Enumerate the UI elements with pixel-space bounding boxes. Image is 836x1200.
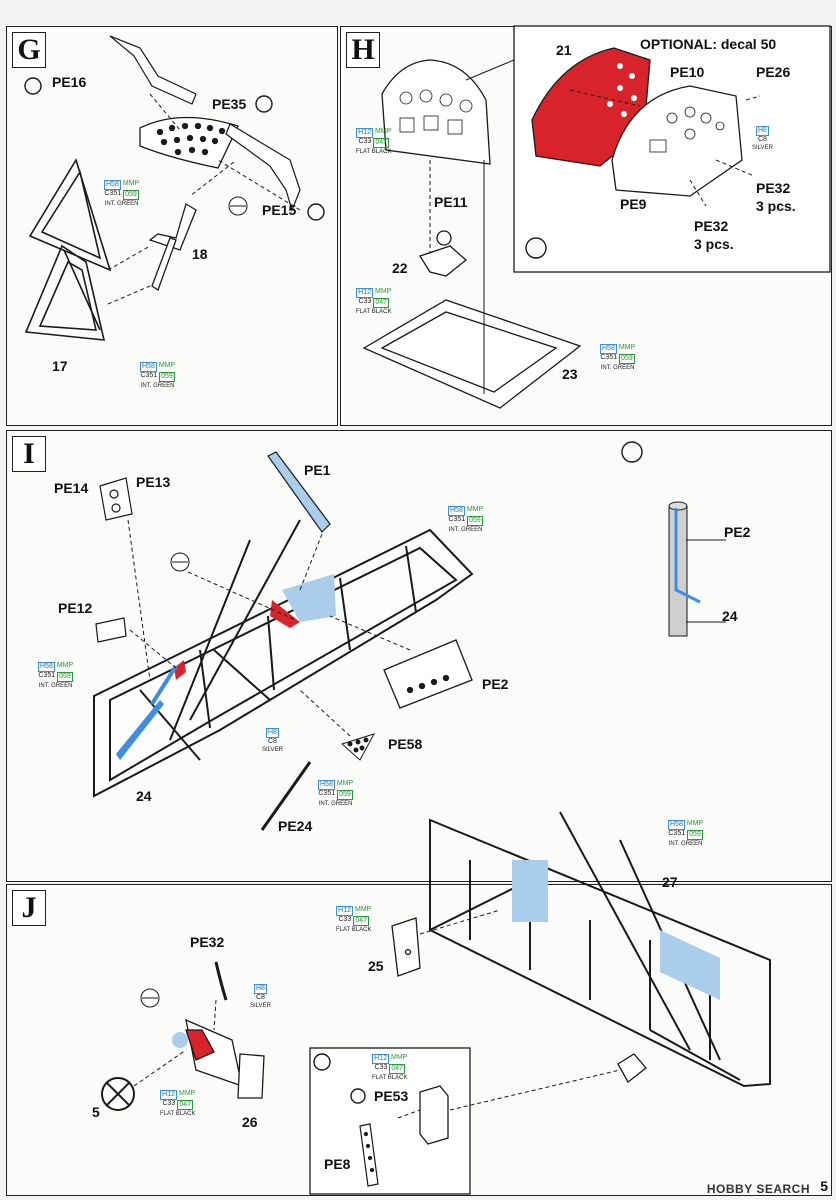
- pe2-panel: [383, 639, 473, 709]
- h-lines: [429, 59, 515, 394]
- part-22: [419, 230, 468, 277]
- label-24-detail: 24: [722, 608, 738, 624]
- pe2-detail: [668, 501, 726, 637]
- rotate-icons-g: [24, 77, 325, 221]
- label-pe32-b-qty: 3 pcs.: [694, 236, 734, 252]
- pe53-box: [419, 1085, 449, 1145]
- j-lens: [140, 988, 160, 1008]
- wheel-5: [101, 1077, 135, 1111]
- label-23: 23: [562, 366, 578, 382]
- rotate-icon-i: [621, 441, 643, 463]
- label-pe32-b: PE32: [694, 218, 729, 234]
- label-26: 26: [242, 1114, 258, 1130]
- pe12-plate: [95, 617, 127, 643]
- label-22: 22: [392, 260, 408, 276]
- i-lines: [127, 519, 411, 737]
- label-pe35: PE35: [212, 96, 247, 112]
- pe1-part: [267, 451, 331, 533]
- step-g-badge: G: [12, 32, 46, 68]
- label-pe11: PE11: [434, 194, 468, 210]
- label-pe2-detail: PE2: [724, 524, 751, 540]
- frame-24: [93, 519, 474, 798]
- label-pe2: PE2: [482, 676, 509, 692]
- step-j-badge: J: [12, 890, 46, 926]
- h-inset-lines: [569, 89, 761, 207]
- pe32-part: [214, 961, 228, 1001]
- panel-pe10: [611, 85, 743, 197]
- rotate-icon-h: [525, 237, 547, 259]
- label-18: 18: [192, 246, 208, 262]
- pe14-part: [99, 477, 133, 521]
- label-pe16: PE16: [52, 74, 87, 90]
- frame-27: [429, 811, 771, 1088]
- part-25: [391, 917, 421, 977]
- frame-17: [24, 158, 112, 341]
- label-pe9: PE9: [620, 196, 647, 212]
- label-21: 21: [556, 42, 572, 58]
- instrument-panel-h: [381, 59, 491, 165]
- label-pe15: PE15: [262, 202, 297, 218]
- label-pe14: PE14: [54, 480, 89, 496]
- floor-23: [362, 299, 582, 409]
- rotate-icon-j: [313, 1053, 366, 1104]
- label-pe32-c: PE32: [190, 934, 225, 950]
- seat-plate: [139, 116, 239, 169]
- part-26: [172, 1018, 265, 1099]
- paint-silver-i: H8 C8 SILVER: [262, 728, 283, 753]
- j-blue: [512, 860, 720, 1000]
- label-pe8: PE8: [324, 1156, 351, 1172]
- part-box-j: [617, 1053, 647, 1083]
- pe24-rod: [260, 761, 312, 831]
- i-colors: [116, 574, 336, 760]
- label-pe32-a: PE32: [756, 180, 791, 196]
- label-pe12: PE12: [58, 600, 93, 616]
- paint-silver-j: H8 C8 SILVER: [250, 984, 271, 1009]
- label-5: 5: [92, 1104, 100, 1120]
- label-pe58: PE58: [388, 736, 423, 752]
- label-pe1: PE1: [304, 462, 331, 478]
- pe58-part: [341, 733, 376, 761]
- pe8-strip: [359, 1123, 379, 1187]
- watermark-text: HOBBY SEARCH: [706, 1182, 810, 1196]
- label-pe24: PE24: [278, 818, 313, 834]
- label-optional-decal: OPTIONAL: decal 50: [640, 36, 777, 52]
- j-lines: [133, 909, 621, 1119]
- label-pe13: PE13: [136, 474, 171, 490]
- label-27: 27: [662, 874, 678, 890]
- page-number: 5: [820, 1178, 828, 1194]
- g-arrows: [107, 93, 301, 305]
- seat-support-18: [148, 203, 197, 292]
- label-24: 24: [136, 788, 152, 804]
- label-pe32-a-qty: 3 pcs.: [756, 198, 796, 214]
- label-25: 25: [368, 958, 384, 974]
- label-17: 17: [52, 358, 68, 374]
- paint-silver-h: H8 C8 SILVER: [752, 126, 773, 151]
- label-pe10: PE10: [670, 64, 705, 80]
- step-h-badge: H: [346, 32, 380, 68]
- i-lens: [170, 552, 190, 572]
- g-lens: [228, 196, 248, 216]
- step-i-badge: I: [12, 436, 46, 472]
- label-pe26: PE26: [756, 64, 791, 80]
- label-pe53: PE53: [374, 1088, 409, 1104]
- belt-pe16: [109, 35, 301, 212]
